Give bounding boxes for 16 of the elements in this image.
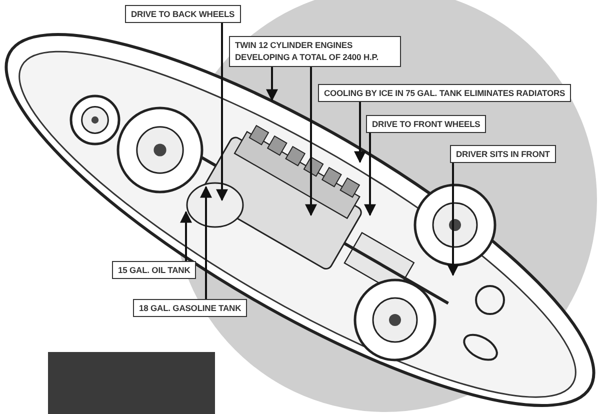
leader-line	[180, 210, 192, 261]
leader-line	[364, 133, 376, 216]
callout-label: TWIN 12 CYLINDER ENGINES DEVELOPING A TOTAL OF 2400 H.P.	[229, 36, 401, 67]
leader-line	[266, 67, 278, 102]
leader-line	[447, 163, 459, 276]
leader-line	[305, 67, 317, 216]
leader-line	[354, 102, 366, 164]
callout-label: 18 GAL. GASOLINE TANK	[133, 299, 248, 318]
leader-line	[200, 186, 212, 299]
callout-label: DRIVE TO BACK WHEELS	[125, 5, 241, 24]
dark-panel	[48, 352, 215, 414]
callout-label: COOLING BY ICE IN 75 GAL. TANK ELIMINATES RADIATORS	[318, 84, 572, 102]
leader-line	[216, 23, 228, 202]
callout-label: DRIVE TO FRONT WHEELS	[366, 115, 486, 134]
callout-label: DRIVER SITS IN FRONT	[450, 145, 556, 164]
callout-label: 15 GAL. OIL TANK	[112, 261, 196, 280]
